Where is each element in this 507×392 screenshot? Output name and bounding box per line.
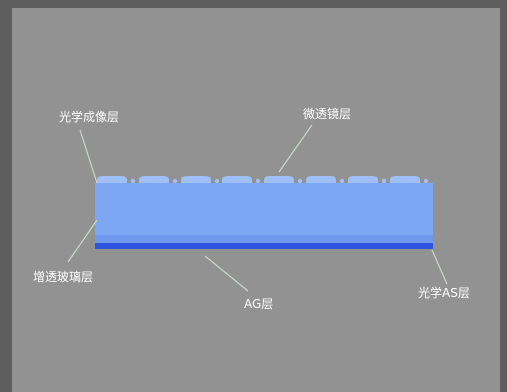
microlens-bump (181, 176, 211, 184)
label-optical-imaging-layer: 光学成像层 (59, 110, 120, 124)
leader-microlens (278, 124, 313, 173)
microlens-dot (214, 178, 220, 184)
leader-ag (204, 255, 249, 292)
leader-optical-as (431, 249, 448, 285)
label-microlens-layer: 微透镜层 (303, 107, 352, 121)
label-ar-glass-layer: 增透玻璃层 (33, 270, 94, 284)
microlens-bump (306, 176, 336, 184)
ar-glass-layer (95, 183, 433, 235)
microlens-dot (339, 178, 345, 184)
microlens-bump (97, 176, 127, 184)
ag-layer (95, 243, 433, 249)
leader-optical-imaging (79, 129, 98, 184)
microlens-bump (222, 176, 252, 184)
microlens-dot (297, 178, 303, 184)
microlens-dot (381, 178, 387, 184)
microlens-layer (97, 176, 429, 184)
microlens-bump (264, 176, 294, 184)
lower-band (95, 235, 433, 243)
microlens-dot (255, 178, 261, 184)
microlens-bump (348, 176, 378, 184)
label-ag-layer: AG层 (244, 297, 274, 311)
microlens-bump (390, 176, 420, 184)
microlens-bump (139, 176, 169, 184)
microlens-dot (423, 178, 429, 184)
microlens-dot (130, 178, 136, 184)
label-optical-as-layer: 光学AS层 (418, 286, 470, 300)
microlens-dot (172, 178, 178, 184)
leader-ar-glass (67, 219, 98, 263)
